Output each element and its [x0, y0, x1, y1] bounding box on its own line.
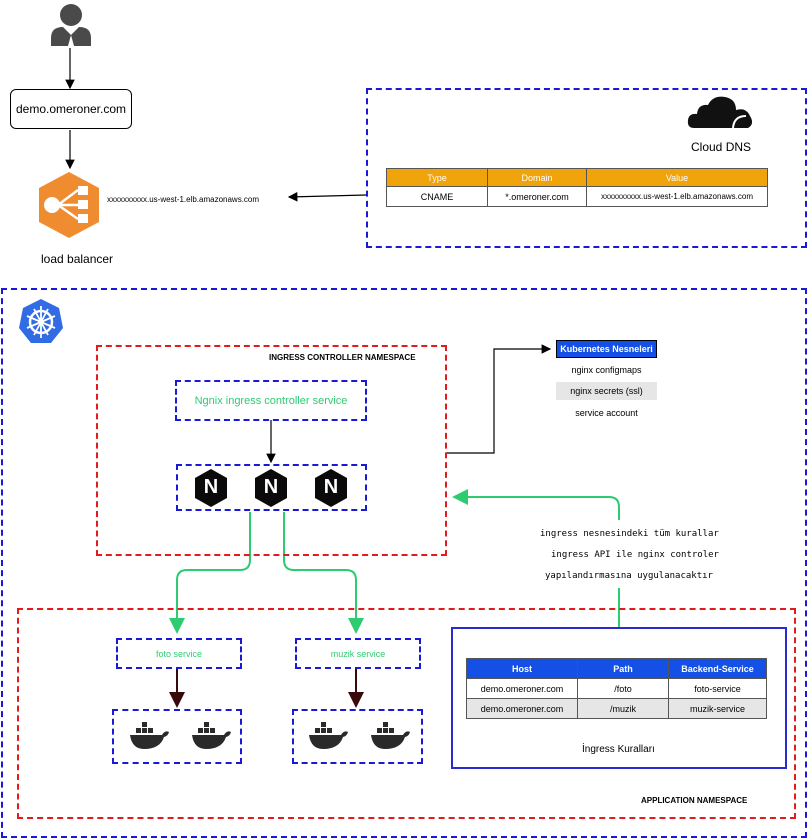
- cloud-dns-label: Cloud DNS: [691, 140, 752, 154]
- nginx-icon: [255, 469, 287, 507]
- dns-header-domain: Domain: [487, 168, 587, 187]
- k8s-object-item: nginx secrets (ssl): [570, 386, 643, 396]
- dns-cell-type: CNAME: [386, 186, 488, 207]
- dns-cell-value: xxxxxxxxxx.us-west-1.elb.amazonaws.com: [586, 186, 768, 207]
- note-line: ingress nesnesindeki tüm kurallar: [540, 529, 719, 539]
- docker-icon: [130, 722, 169, 749]
- ingress-rules-title: İngress Kuralları: [582, 744, 655, 755]
- nginx-icon: [315, 469, 347, 507]
- kubernetes-cluster-group: [1, 288, 807, 838]
- rules-cell-host: demo.omeroner.com: [466, 698, 578, 719]
- muzik-containers-box: [292, 709, 423, 764]
- rules-header-path: Path: [577, 658, 669, 679]
- rules-cell-backend: foto-service: [668, 678, 767, 699]
- arrow-ns-to-k8s-objects: [446, 344, 552, 454]
- nginx-ingress-service-box: Ngnix ingress controller service: [175, 380, 367, 421]
- rules-cell-path: /foto: [577, 678, 669, 699]
- muzik-service-box: muzik service: [295, 638, 421, 669]
- cloud-dns-group: [366, 88, 807, 248]
- load-balancer-icon: [39, 172, 99, 238]
- dns-record-table: Type Domain Value CNAME *.omeroner.com x…: [386, 168, 768, 207]
- app-ns-title: APPLICATION NAMESPACE: [641, 796, 748, 805]
- k8s-object-item: service account: [575, 408, 638, 418]
- muzik-service-label: muzik service: [330, 649, 386, 659]
- nginx-ingress-service-label: Ngnix ingress controller service: [194, 395, 348, 407]
- ingress-rules-table: Host Path Backend-Service demo.omeroner.…: [466, 658, 767, 719]
- note-line: yapılandırmasına uygulanacaktır: [545, 571, 713, 581]
- domain-box: demo.omeroner.com: [10, 89, 132, 129]
- rules-header-host: Host: [466, 658, 578, 679]
- k8s-object-item-bg: [556, 382, 657, 400]
- nginx-pod-letter: N: [263, 476, 279, 498]
- dns-header-value: Value: [586, 168, 768, 187]
- ingress-controller-namespace: [96, 345, 447, 556]
- kubernetes-icon: [19, 299, 63, 343]
- rules-cell-path: /muzik: [577, 698, 669, 719]
- nginx-pod-letter: N: [203, 476, 219, 498]
- user-icon: [51, 4, 91, 46]
- table-row: demo.omeroner.com /foto foto-service: [466, 678, 767, 699]
- domain-label: demo.omeroner.com: [15, 102, 127, 116]
- lb-label: load balancer: [41, 252, 114, 266]
- foto-service-box: foto service: [116, 638, 242, 669]
- foto-containers-box: [112, 709, 242, 764]
- nginx-pods-box: [176, 464, 367, 511]
- docker-icon: [192, 722, 231, 749]
- rules-header-backend: Backend-Service: [668, 658, 767, 679]
- docker-icon: [309, 722, 348, 749]
- cloud-icon: [687, 96, 753, 129]
- k8s-objects-title: Kubernetes Nesneleri: [560, 344, 653, 354]
- lb-hostname: xxxxxxxxxx.us-west-1.elb.amazonaws.com: [107, 195, 260, 204]
- nginx-pod-letter: N: [323, 476, 339, 498]
- k8s-objects-title-box: Kubernetes Nesneleri: [556, 340, 657, 358]
- ingress-ns-title: INGRESS CONTROLLER NAMESPACE: [269, 353, 416, 362]
- dns-cell-domain: *.omeroner.com: [487, 186, 587, 207]
- dns-header-type: Type: [386, 168, 488, 187]
- foto-service-label: foto service: [155, 649, 203, 659]
- arrow-dns-to-lb: [287, 191, 367, 202]
- note-line: ingress API ile nginx controler: [551, 550, 719, 560]
- arrow-pods-to-foto: [169, 512, 251, 634]
- application-namespace: [17, 608, 796, 819]
- docker-icon: [371, 722, 410, 749]
- table-row: demo.omeroner.com /muzik muzik-service: [466, 698, 767, 719]
- arrow-pods-to-muzik: [283, 512, 364, 634]
- rules-cell-host: demo.omeroner.com: [466, 678, 578, 699]
- ingress-rules-box: [451, 627, 787, 769]
- nginx-icon: [195, 469, 227, 507]
- k8s-object-item: nginx configmaps: [571, 365, 642, 375]
- arrow-rules-to-ingress-ns-top: [452, 489, 620, 520]
- rules-cell-backend: muzik-service: [668, 698, 767, 719]
